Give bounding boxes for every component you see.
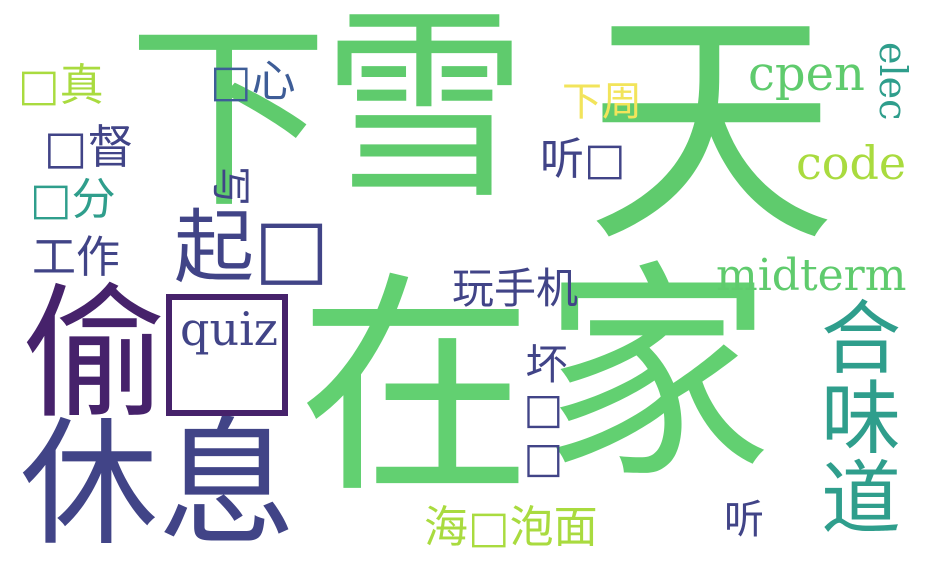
word-xue: 雪 xyxy=(322,0,527,227)
word-xia: 下 xyxy=(128,3,329,236)
word-xin: □心 xyxy=(210,56,296,107)
word-ting: 听 xyxy=(724,497,764,543)
word-quiz-box xyxy=(166,294,288,416)
word-xie: 写 xyxy=(207,166,253,206)
word-cpen: cpen xyxy=(748,46,865,102)
word-tian: 天 xyxy=(586,0,836,276)
word-haixian: 海□泡面 xyxy=(424,502,598,553)
word-fen: □分 xyxy=(30,174,116,225)
word-elec: elec xyxy=(871,42,915,121)
word-ting-box: 听□ xyxy=(540,134,626,185)
word-renzhen: □真 xyxy=(18,60,104,111)
word-qi: 起□ xyxy=(174,201,330,294)
word-huai: 坏□□ xyxy=(519,342,568,482)
word-midterm: midterm xyxy=(716,250,907,301)
word-jia: 家 xyxy=(542,243,773,510)
word-quiz: quiz xyxy=(180,302,279,356)
word-gongzuo: 工作 xyxy=(32,232,120,283)
word-wanshouji: 玩手机 xyxy=(452,264,579,313)
word-jiandu: □督 xyxy=(44,120,134,174)
word-xiuxi: 休息 xyxy=(20,404,297,565)
word-xiazhou: 下周 xyxy=(562,79,642,125)
word-tou: 偷 xyxy=(22,270,167,439)
word-hewei: 合味道 xyxy=(808,296,901,536)
word-zai: 在 xyxy=(298,253,533,526)
word-code: code xyxy=(796,136,907,190)
